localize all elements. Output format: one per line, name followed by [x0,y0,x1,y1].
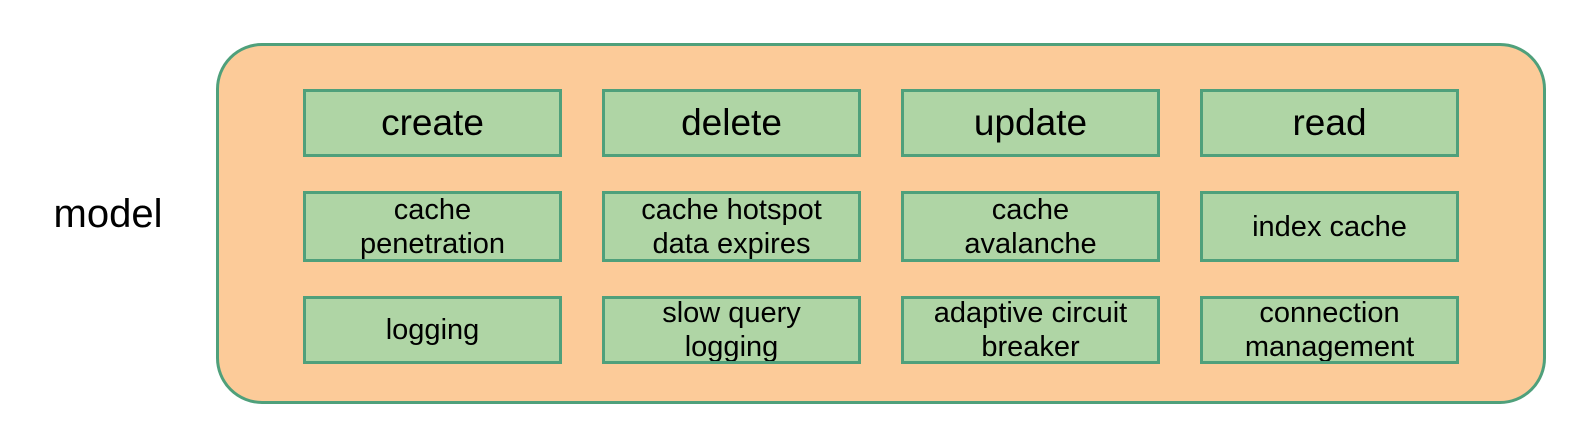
node-update-label: update [973,102,1088,143]
node-cache-hotspot-data-expires[interactable]: cache hotspot data expires [602,191,861,262]
node-slow-query-logging[interactable]: slow query logging [602,296,861,364]
node-cache-avalanche-label: cache avalanche [964,193,1097,260]
node-delete[interactable]: delete [602,89,861,157]
node-create[interactable]: create [303,89,562,157]
node-grid: create delete update read cache penetrat… [303,89,1465,364]
node-connection-management[interactable]: connection management [1200,296,1459,364]
node-cache-penetration[interactable]: cache penetration [303,191,562,262]
node-logging[interactable]: logging [303,296,562,364]
node-logging-label: logging [385,314,480,346]
node-adaptive-circuit-breaker-label: adaptive circuit breaker [933,297,1128,363]
node-update[interactable]: update [901,89,1160,157]
node-slow-query-logging-label: slow query logging [662,297,801,363]
node-create-label: create [381,102,484,143]
node-cache-penetration-label: cache penetration [359,193,506,260]
node-cache-hotspot-data-expires-label: cache hotspot data expires [641,193,822,260]
model-group-container: create delete update read cache penetrat… [216,43,1546,404]
node-read[interactable]: read [1200,89,1459,157]
node-adaptive-circuit-breaker[interactable]: adaptive circuit breaker [901,296,1160,364]
model-group-label: model [53,192,163,236]
node-delete-label: delete [681,102,782,143]
node-read-label: read [1292,102,1367,143]
node-connection-management-label: connection management [1244,297,1415,363]
node-index-cache[interactable]: index cache [1200,191,1459,262]
node-index-cache-label: index cache [1252,210,1407,243]
node-cache-avalanche[interactable]: cache avalanche [901,191,1160,262]
